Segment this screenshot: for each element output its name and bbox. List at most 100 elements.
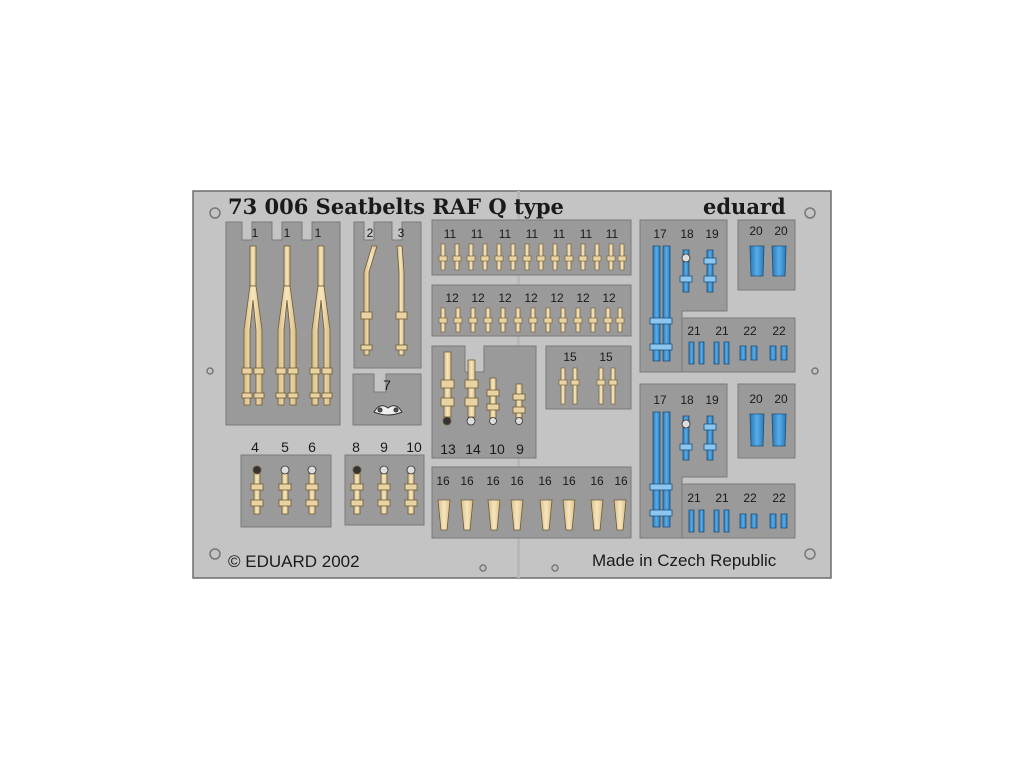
part-label: 7 [383,377,391,393]
part-label: 12 [445,291,459,305]
blue-parts-upper [649,245,788,365]
brand-logo: eduard [703,194,786,219]
parts-4-6-straps [250,465,319,515]
part-label: 22 [743,491,757,505]
part-label: 11 [606,227,619,241]
part-label: 21 [715,324,729,338]
recess-part-21-22-upper [681,317,796,373]
part-label: 19 [705,393,719,407]
strap-part-2 [363,245,378,356]
part-label: 16 [562,474,576,488]
part-label: 12 [524,291,538,305]
part-label: 2 [367,226,374,240]
corner-hole-icon [804,548,816,560]
part-label: 20 [749,224,763,238]
fret-title: 73 006 Seatbelts RAF Q type [228,194,564,219]
part-11-strap-row [438,243,627,271]
parts-13-14-straps [440,351,526,426]
part-label: 11 [499,227,512,241]
part-label: 18 [680,393,694,407]
part-label: 11 [526,227,539,241]
part-label: 16 [460,474,474,488]
strap-part-20 [749,245,765,277]
part-label: 16 [486,474,500,488]
part-label: 12 [471,291,485,305]
edge-hole-icon [479,564,487,572]
recess-part-7 [352,373,422,426]
edge-hole-icon [206,367,214,375]
part-label: 16 [538,474,552,488]
part-label: 22 [772,491,786,505]
part-label: 20 [774,224,788,238]
part-label: 8 [352,439,360,455]
part-label: 17 [653,227,667,241]
harness-strap [309,245,333,406]
part-label: 12 [550,291,564,305]
strap-part-3 [396,245,405,356]
part-label: 21 [715,491,729,505]
part-label: 5 [281,439,289,455]
part-label: 12 [602,291,616,305]
part-label: 9 [380,439,388,455]
part-label: 21 [687,324,701,338]
strap-part-20b [771,245,787,277]
part-12-strap-row [438,307,625,333]
part-7-buckle [373,405,403,416]
part-label: 11 [580,227,593,241]
strap-part-17b [662,245,671,362]
part-label: 6 [308,439,316,455]
part-label: 11 [444,227,457,241]
part-label: 16 [614,474,628,488]
part-label: 14 [465,441,481,457]
recess-part-21-22-lower [681,483,796,539]
copyright-text: © EDUARD 2002 [228,552,360,571]
part-label: 4 [251,439,259,455]
part-label: 18 [680,227,694,241]
part-label: 10 [406,439,422,455]
part-label: 12 [576,291,590,305]
edge-hole-icon [551,564,559,572]
part-label: 22 [743,324,757,338]
part-label: 1 [252,226,259,240]
part-label: 11 [471,227,484,241]
origin-text: Made in Czech Republic [592,551,777,570]
corner-hole-icon [209,207,221,219]
recess-part-16 [431,466,632,539]
harness-strap [275,245,299,406]
part-2-3-straps [360,245,408,356]
part-label: 22 [772,324,786,338]
recess-part-13-14 [431,345,537,459]
part-label: 11 [553,227,566,241]
part-label: 15 [563,350,577,364]
part-label: 10 [489,441,505,457]
part-label: 9 [516,441,524,457]
part-label: 3 [398,226,405,240]
part-label: 21 [687,491,701,505]
part-label: 1 [284,226,291,240]
part-15-straps [558,367,618,405]
parts-8-10-straps [350,465,418,515]
part-label: 13 [440,441,456,457]
part-label: 17 [653,393,667,407]
corner-hole-icon [804,207,816,219]
part-label: 19 [705,227,719,241]
part-label: 16 [590,474,604,488]
part-label: 20 [774,392,788,406]
blue-parts-lower [649,411,788,533]
part-label: 12 [498,291,512,305]
strap-part-17 [652,245,661,362]
part-16-tapered-straps [437,499,627,531]
part-label: 1 [315,226,322,240]
edge-hole-icon [811,367,819,375]
part-label: 20 [749,392,763,406]
part-label: 15 [599,350,613,364]
part-numbers: 1 1 1 2 3 7 4 5 6 8 9 10 11 11 11 11 11 … [251,224,788,505]
recess-part-17-19-lower [639,383,728,539]
corner-holes [206,207,819,572]
harness-strap [241,245,265,406]
recess-part-15 [545,345,632,410]
corner-hole-icon [209,548,221,560]
part-1-harness-straps [241,245,333,406]
part-label: 16 [436,474,450,488]
